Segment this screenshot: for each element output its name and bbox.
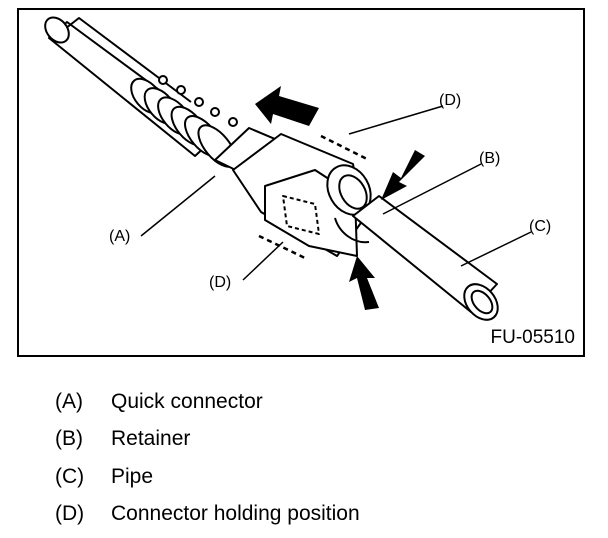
hose-end (44, 16, 70, 44)
hose-ribs (130, 77, 237, 168)
leader-d-bottom (242, 241, 284, 281)
callout-c: (C) (529, 218, 552, 235)
callout-d-bottom: (D) (209, 274, 232, 291)
callout-a: (A) (109, 228, 131, 245)
legend-item: (D) Connector holding position (55, 496, 360, 534)
retainer-ring-inner (338, 174, 368, 210)
legend-key: (C) (55, 464, 85, 488)
legend-text: Retainer (111, 427, 191, 451)
legend-item: (B) Retainer (55, 421, 360, 459)
legend-item: (A) Quick connector (55, 383, 360, 421)
illustration-frame: (D) (B) (C) (A) (D) FU-05510 (17, 8, 585, 357)
leader-b (382, 163, 482, 215)
pull-direction-arrow (255, 86, 319, 126)
legend-text: Quick connector (111, 389, 263, 413)
legend-item: (C) Pipe (55, 458, 360, 496)
press-arrow-top (381, 150, 425, 200)
connector-window (282, 195, 320, 235)
legend-key: (A) (55, 389, 83, 413)
pipe-body (352, 195, 498, 313)
legend-text: Connector holding position (111, 502, 360, 526)
pipe-end-inner (470, 289, 494, 315)
legend-key: (B) (55, 427, 83, 451)
pipe-bead (334, 217, 370, 244)
callout-d-top: (D) (439, 92, 462, 109)
leader-d-top (348, 105, 444, 135)
legend-text: Pipe (111, 464, 154, 488)
quick-connector-illustration (44, 16, 532, 321)
figure-code: FU-05510 (490, 327, 576, 348)
press-arrow-bottom (349, 256, 379, 310)
leader-a (140, 175, 216, 237)
legend-key: (D) (55, 502, 85, 526)
leader-c (460, 231, 532, 267)
callout-b: (B) (479, 150, 501, 167)
legend: (A) Quick connector (B) Retainer (C) Pip… (55, 383, 360, 533)
